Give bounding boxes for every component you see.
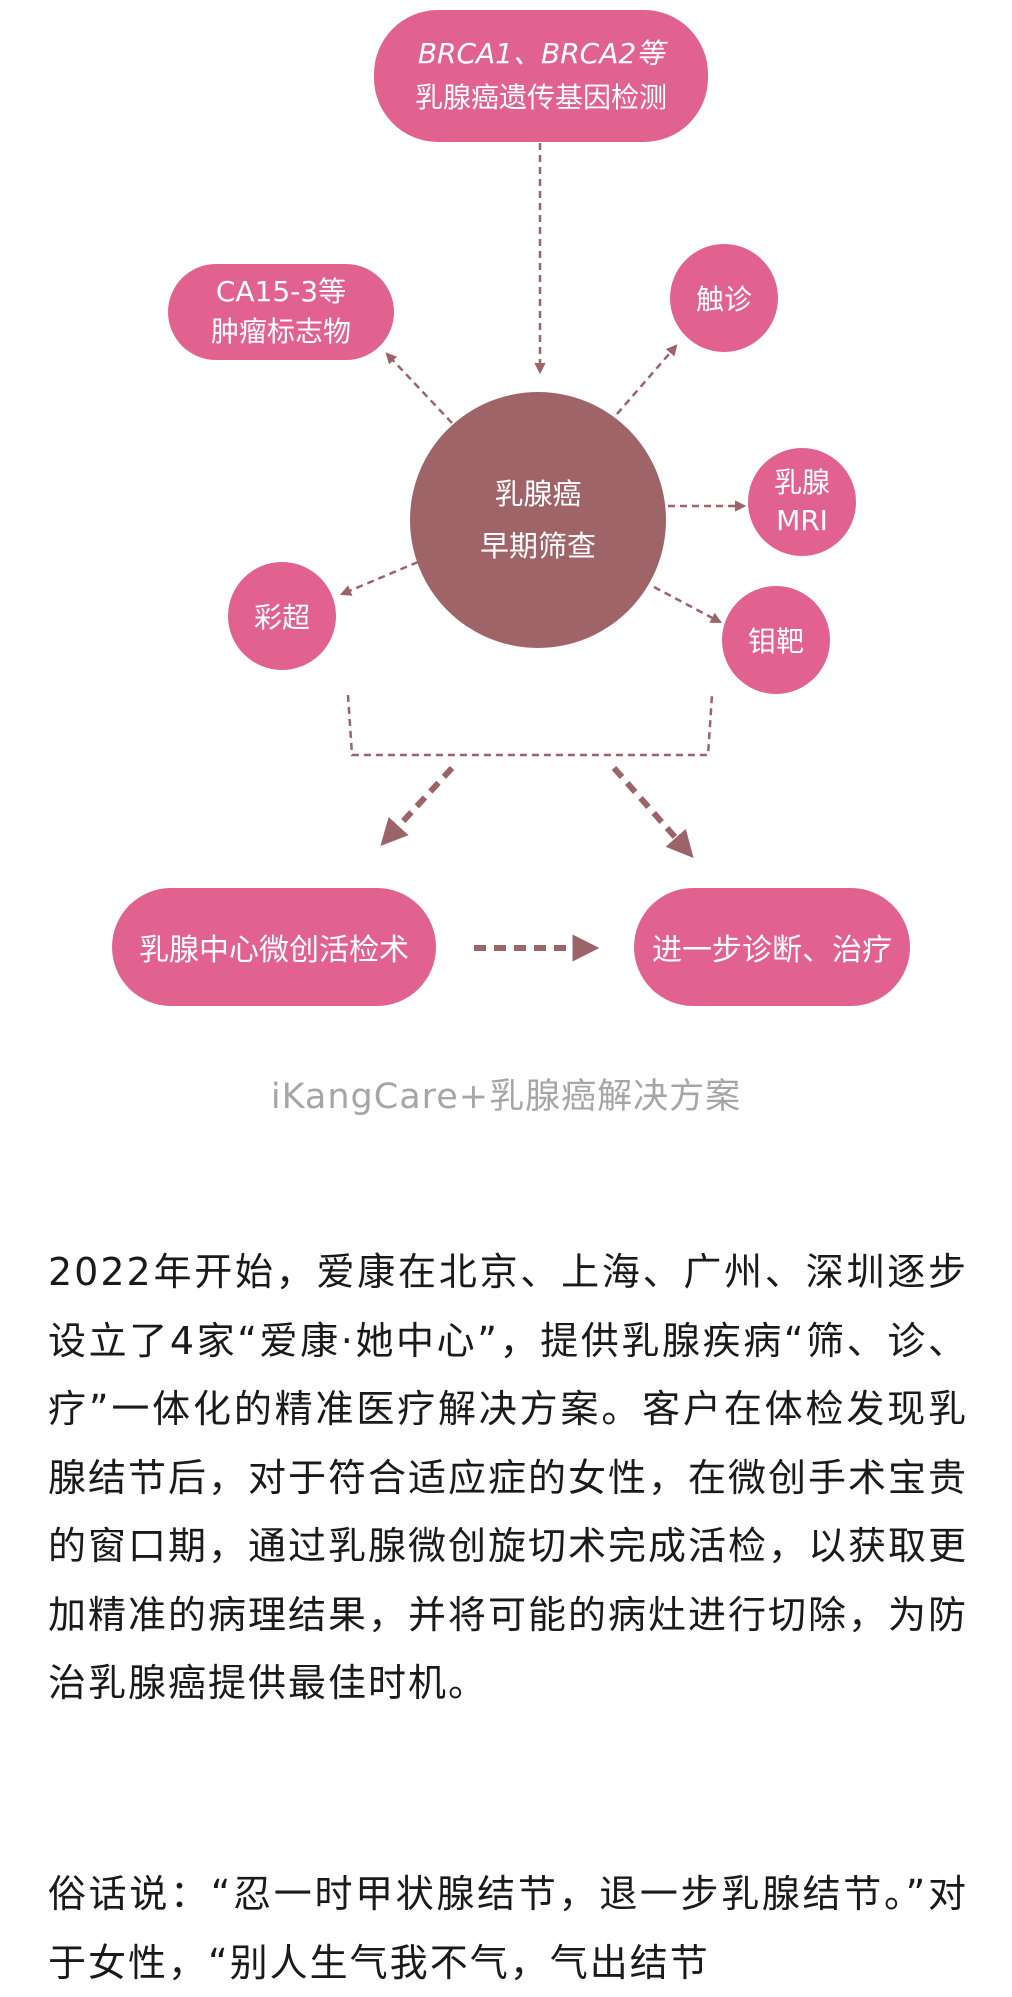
diagram-arrows [339, 143, 747, 962]
tumor-marker-node: CA15-3等 肿瘤标志物 [168, 264, 394, 360]
ultrasound-node: 彩超 [228, 562, 336, 670]
genetic-testing-line-2: 乳腺癌遗传基因检测 [414, 81, 667, 114]
arrow-center-to-tumor-marker [385, 352, 453, 424]
ultrasound-label: 彩超 [253, 601, 310, 634]
diagnosis-label: 进一步诊断、治疗 [652, 933, 892, 968]
arrow-bracket-to-biopsy [380, 765, 455, 846]
arrow-center-to-ultrasound [339, 560, 419, 596]
diagram-caption: iKangCare+乳腺癌解决方案 [270, 1077, 742, 1117]
bracket-connector [346, 694, 714, 757]
breast-cancer-screening-diagram: BRCA1、BRCA2等 乳腺癌遗传基因检测 CA15-3等 肿瘤标志物 触诊 … [112, 10, 910, 1006]
mri-line-2: MRI [776, 504, 828, 537]
palpation-label: 触诊 [695, 283, 752, 316]
mri-line-1: 乳腺 [773, 466, 830, 499]
early-screening-center-node: 乳腺癌 早期筛查 [410, 392, 666, 648]
tumor-marker-line-1: CA15-3等 [215, 275, 347, 308]
genetic-testing-line-1: BRCA1、BRCA2等 [417, 37, 665, 70]
palpation-node: 触诊 [670, 244, 778, 352]
biopsy-node: 乳腺中心微创活检术 [112, 888, 436, 1006]
genetic-testing-node: BRCA1、BRCA2等 乳腺癌遗传基因检测 [374, 10, 708, 142]
arrow-center-to-mammography [653, 585, 722, 624]
tumor-marker-line-2: 肿瘤标志物 [210, 315, 351, 348]
arrow-bracket-to-diagnosis [611, 766, 694, 859]
biopsy-label: 乳腺中心微创活检术 [139, 933, 409, 968]
mammography-label: 钼靶 [747, 625, 804, 658]
diagnosis-treatment-node: 进一步诊断、治疗 [634, 888, 910, 1006]
center-line-1: 乳腺癌 [494, 477, 582, 511]
arrow-center-to-palpation [616, 344, 678, 415]
mammography-node: 钼靶 [722, 586, 830, 694]
body-paragraph-2: 俗话说：“忍一时甲状腺结节，退一步乳腺结节。”对于女性，“别人生气我不气，气出结… [48, 1872, 968, 1985]
center-line-2: 早期筛查 [479, 529, 596, 563]
mri-node: 乳腺 MRI [748, 448, 856, 556]
body-paragraph-1: 2022年开始，爱康在北京、上海、广州、深圳逐步设立了4家“爱康·她中心”，提供… [48, 1250, 969, 1705]
